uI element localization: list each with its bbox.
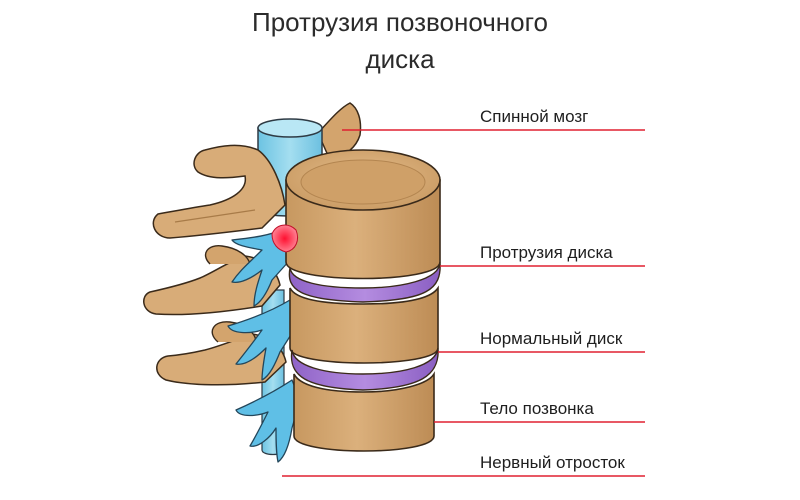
label-nerve-root: Нервный отросток (480, 453, 625, 472)
label-disc-protrusion: Протрузия диска (480, 243, 613, 262)
protruded-disc (288, 261, 441, 303)
spinal-cord-top (257, 118, 323, 138)
diagram-title-line-1: Протрузия позвоночного (252, 7, 548, 37)
protrusion-mark (271, 224, 299, 253)
vertebral-body-middle (289, 285, 439, 364)
nerve-roots (227, 227, 301, 463)
label-spinal-cord: Спинной мозг (480, 107, 589, 126)
normal-disc (290, 347, 439, 391)
vertebral-body-bottom (293, 371, 435, 452)
label-vertebral-body: Тело позвонка (480, 399, 594, 418)
transverse-process-top (152, 144, 286, 239)
label-normal-disc: Нормальный диск (480, 329, 623, 348)
diagram-title-line-2: диска (365, 44, 435, 74)
